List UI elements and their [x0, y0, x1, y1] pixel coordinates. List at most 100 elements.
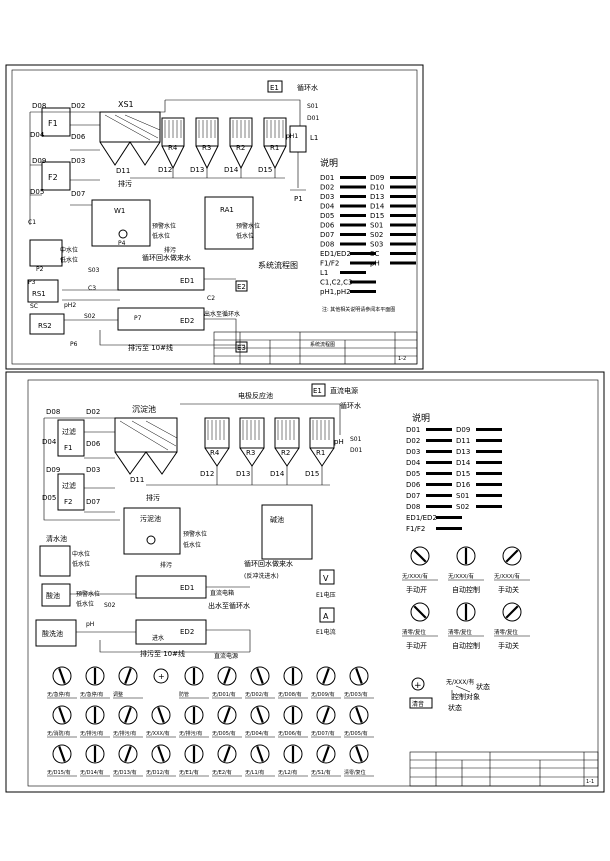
knob-dial-icon[interactable] [184, 744, 204, 764]
r4-label: R4 [168, 144, 178, 152]
switch-caption: 自动控制 [452, 641, 480, 650]
legend-desc-scribble [426, 483, 452, 486]
bottom-ed1: ED1 [180, 584, 194, 592]
knob-label: 无/D09/有 [311, 691, 335, 698]
knob-dial-icon[interactable] [217, 666, 237, 686]
top-legend-title: 说明 [320, 157, 338, 169]
return-label: 循环回水做来水 [142, 253, 191, 262]
drain-label: 排污至 10#线 [128, 343, 173, 352]
knob-dial-icon[interactable] [151, 744, 171, 764]
knob-dial-icon[interactable] [349, 705, 369, 725]
knob-dial-icon[interactable] [316, 705, 336, 725]
w1-low-label: 低水位 [152, 232, 170, 240]
knob-label: 无/D03/有 [344, 691, 368, 698]
legend-code: D01 [406, 426, 420, 434]
legend-code: D02 [320, 184, 334, 192]
key-reset-button [409, 697, 433, 709]
bottom-e1: E1 [313, 387, 322, 395]
knob-pointer [256, 707, 264, 723]
knob-dial-icon[interactable] [410, 546, 430, 566]
knob-label: 无/D15/有 [47, 769, 71, 776]
knob-dial-icon[interactable] [184, 666, 204, 686]
knob-dial-icon[interactable] [316, 666, 336, 686]
knob-dial-icon[interactable] [52, 705, 72, 725]
legend-code: ED1/ED2 [406, 514, 437, 522]
knob-dial-icon[interactable] [118, 666, 138, 686]
knob-dial-icon[interactable] [85, 744, 105, 764]
legend-desc-scribble [426, 472, 452, 475]
e3-box [235, 341, 248, 353]
knob-dial-icon[interactable] [316, 744, 336, 764]
bottom-d03: D03 [86, 466, 100, 474]
legend-desc-scribble [476, 450, 502, 453]
knob-pointer [58, 668, 66, 684]
knob-dial-icon[interactable] [502, 546, 522, 566]
bottom-suan-tank [41, 583, 71, 607]
knob-label: 无/排污/有 [179, 730, 202, 737]
knob-dial-icon[interactable] [118, 744, 138, 764]
filter-pipes [29, 111, 100, 225]
bottom-d04: D04 [42, 438, 57, 446]
knob-dial-icon[interactable] [217, 744, 237, 764]
top-legend-left: D01D02D03D04D05D06D07D08ED1/ED2F1/F2L1C1… [320, 174, 376, 296]
bottom-sed-plates [119, 420, 178, 451]
knob-pointer [58, 746, 66, 762]
knob-dial-icon[interactable] [118, 705, 138, 725]
knob-dial-icon[interactable] [456, 602, 476, 622]
bottom-a: A [323, 612, 329, 621]
key-state2: 状态 [448, 703, 462, 712]
knob-pointer [322, 746, 330, 762]
bottom-jinshui: 进水 [152, 634, 164, 642]
legend-code: ED1/ED2 [320, 250, 351, 258]
knob-dial-icon[interactable] [283, 705, 303, 725]
knob-label: 无/D06/有 [278, 730, 302, 737]
knob-dial-icon[interactable] [217, 705, 237, 725]
legend-code: S01 [370, 222, 383, 230]
legend-code: D07 [406, 492, 420, 500]
legend-code: pH1,pH2 [320, 288, 351, 296]
knob-dial-icon[interactable] [250, 744, 270, 764]
knob-dial-icon[interactable] [456, 546, 476, 566]
knob-dial-icon[interactable] [85, 705, 105, 725]
top-title-block: 系统流程图 1-2 [213, 331, 418, 365]
knob-pointer [322, 668, 330, 684]
key-state: 状态 [476, 682, 490, 691]
knob-pointer [157, 746, 165, 762]
top-border [5, 64, 424, 370]
ph2-label: pH2 [64, 302, 76, 309]
knob-dial-icon[interactable] [85, 666, 105, 686]
out-label: 出水至循环水 [204, 310, 240, 318]
bottom-qingshui: 清水池 [46, 534, 67, 543]
knob-dial-icon[interactable] [283, 744, 303, 764]
legend-desc-scribble [476, 494, 502, 497]
knob-pointer [124, 746, 132, 762]
knob-dial-icon[interactable] [349, 666, 369, 686]
legend-desc-scribble [390, 223, 416, 227]
d14-label: D14 [224, 166, 239, 174]
knob-dial-icon[interactable] [52, 666, 72, 686]
legend-desc-scribble [340, 185, 366, 189]
knob-dial-icon[interactable] [283, 666, 303, 686]
d03-label: D03 [71, 157, 85, 165]
legend-desc-scribble [350, 252, 376, 255]
knob-dial-icon[interactable] [502, 602, 522, 622]
knob-dial-icon[interactable] [410, 602, 430, 622]
legend-desc-scribble [390, 204, 416, 208]
legend-desc-scribble [426, 428, 452, 431]
knob-dial-icon[interactable] [250, 666, 270, 686]
ra1-tank [204, 196, 254, 250]
legend-desc-scribble [390, 261, 416, 265]
knob-label: 无/D05/有 [344, 730, 368, 737]
bottom-clear-tank [39, 545, 71, 577]
knob-dial-icon[interactable] [349, 744, 369, 764]
knob-dial-icon[interactable] [52, 744, 72, 764]
bottom-drain: 排污至 10#线 [140, 649, 185, 658]
knob-dial-icon[interactable] [250, 705, 270, 725]
key-tag: 无/XXX/有 [446, 678, 474, 686]
knob-dial-icon[interactable] [184, 705, 204, 725]
knob-dial-icon[interactable] [151, 705, 171, 725]
bottom-s01: S01 [350, 436, 362, 443]
knob-label: 无/D08/有 [278, 691, 302, 698]
p1-line [290, 152, 306, 191]
